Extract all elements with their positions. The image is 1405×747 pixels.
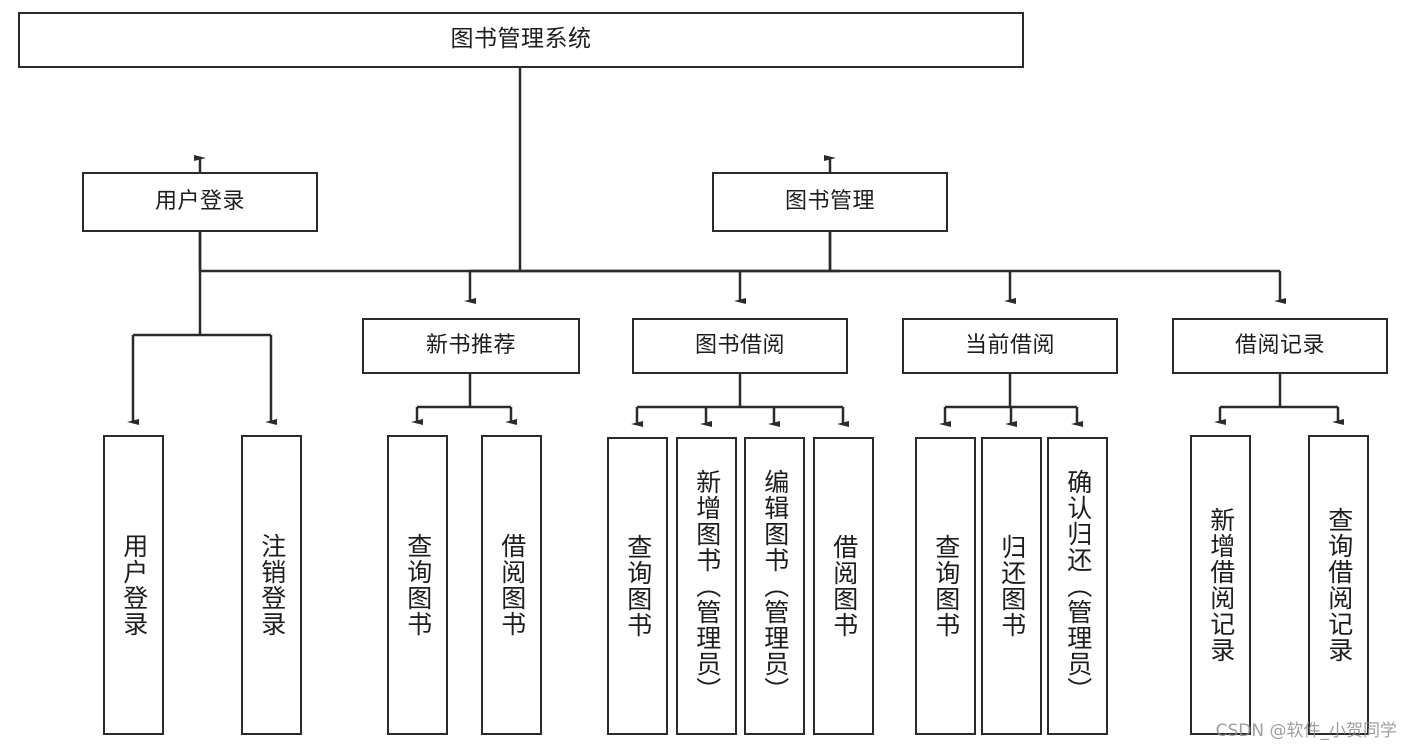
- node-current-borrow[interactable]: 当前借阅: [902, 318, 1118, 374]
- leaf-query-book-2[interactable]: 查询图书: [607, 437, 668, 735]
- leaf-add-book[interactable]: 新增图书（管理员）: [676, 437, 737, 735]
- leaf-borrow-book-2[interactable]: 借阅图书: [813, 437, 874, 735]
- node-new-book-recommend[interactable]: 新书推荐: [362, 318, 580, 374]
- leaf-logout-label: 注销登录: [257, 533, 287, 637]
- edge-bookborrow-to-leaves: [631, 374, 849, 427]
- node-book-borrow[interactable]: 图书借阅: [632, 318, 848, 374]
- edge-userlogin-to-leaves: [127, 232, 277, 425]
- node-new-book-recommend-label: 新书推荐: [425, 332, 516, 358]
- leaf-query-record-label: 查询借阅记录: [1324, 507, 1354, 663]
- node-borrow-record[interactable]: 借阅记录: [1172, 318, 1388, 374]
- leaf-query-record[interactable]: 查询借阅记录: [1308, 435, 1369, 735]
- node-root[interactable]: 图书管理系统: [18, 12, 1024, 68]
- node-book-manage[interactable]: 图书管理: [712, 172, 948, 232]
- node-borrow-record-label: 借阅记录: [1234, 332, 1325, 358]
- leaf-query-book-3-label: 查询图书: [931, 534, 961, 638]
- leaf-edit-book-label: 编辑图书（管理员）: [760, 469, 790, 703]
- leaf-query-book-3[interactable]: 查询图书: [915, 437, 976, 735]
- leaf-borrow-book-2-label: 借阅图书: [829, 534, 859, 638]
- leaf-query-book-2-label: 查询图书: [623, 534, 653, 638]
- edge-root-to-level2: [194, 68, 840, 273]
- leaf-user-login-label: 用户登录: [119, 533, 149, 637]
- leaf-query-book-1[interactable]: 查询图书: [387, 435, 448, 735]
- node-book-borrow-label: 图书借阅: [694, 332, 785, 358]
- leaf-edit-book[interactable]: 编辑图书（管理员）: [744, 437, 805, 735]
- node-user-login[interactable]: 用户登录: [82, 172, 318, 232]
- leaf-borrow-book-1-label: 借阅图书: [497, 533, 527, 637]
- leaf-user-login[interactable]: 用户登录: [103, 435, 164, 735]
- leaf-confirm-return[interactable]: 确认归还（管理员）: [1047, 437, 1108, 735]
- leaf-borrow-book-1[interactable]: 借阅图书: [481, 435, 542, 735]
- leaf-add-record-label: 新增借阅记录: [1206, 507, 1236, 663]
- node-root-label: 图书管理系统: [450, 26, 592, 53]
- leaf-confirm-return-label: 确认归还（管理员）: [1063, 469, 1093, 703]
- leaf-query-book-1-label: 查询图书: [403, 533, 433, 637]
- node-current-borrow-label: 当前借阅: [964, 332, 1055, 358]
- leaf-return-book[interactable]: 归还图书: [981, 437, 1042, 735]
- leaf-add-book-label: 新增图书（管理员）: [692, 469, 722, 703]
- node-book-manage-label: 图书管理: [784, 188, 875, 214]
- edge-newbook-to-leaves: [411, 374, 517, 425]
- node-user-login-label: 用户登录: [154, 188, 245, 214]
- leaf-return-book-label: 归还图书: [997, 534, 1027, 638]
- leaf-logout[interactable]: 注销登录: [241, 435, 302, 735]
- edge-borrowrecord-to-leaves: [1214, 374, 1344, 425]
- edge-bookmanage-to-level3: [464, 232, 1286, 304]
- leaf-add-record[interactable]: 新增借阅记录: [1190, 435, 1251, 735]
- edge-currentborrow-to-leaves: [939, 374, 1083, 427]
